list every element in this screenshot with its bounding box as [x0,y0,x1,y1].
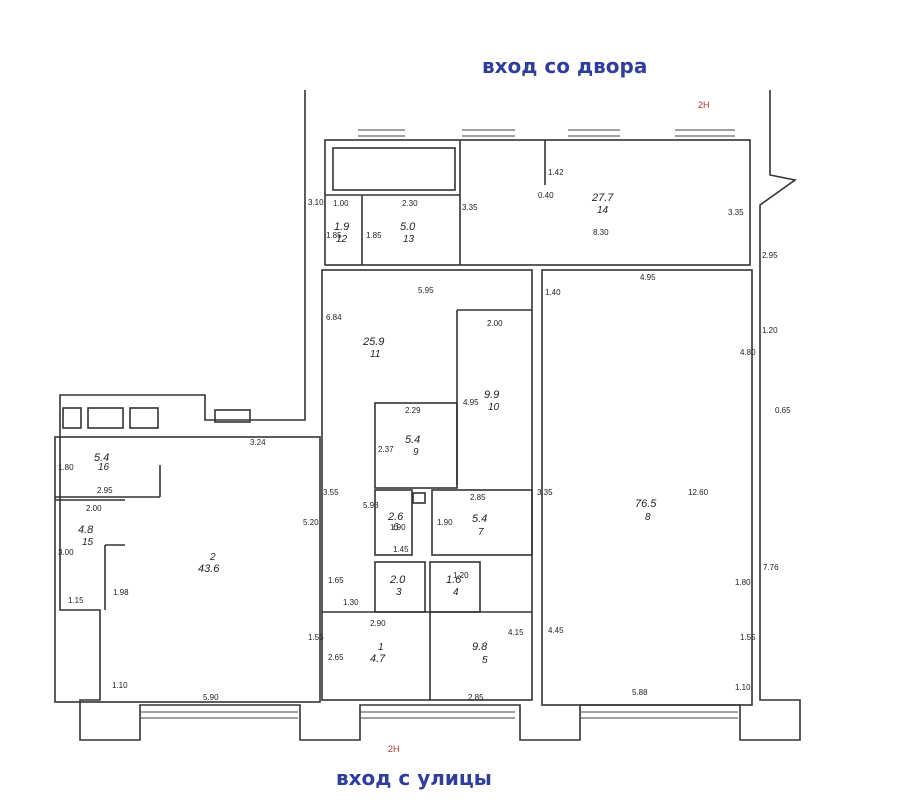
dimension: 5.88 [632,688,648,697]
dimension: 1.85 [366,231,382,240]
room-area: 5.4 [405,434,420,446]
windows [140,129,738,719]
dimension: 4.80 [740,348,756,357]
room-area: 2.0 [389,574,406,586]
room-area: 76.5 [635,498,657,510]
room-area: 4.7 [370,653,386,665]
dimension: 1.10 [112,681,128,690]
dimension: 1.30 [343,598,359,607]
room-label: 8 [645,512,651,523]
dimension: 1.40 [545,288,561,297]
dimension: 3.10 [308,198,324,207]
dimension: 3.00 [58,548,74,557]
room-area: 2.6 [387,511,404,523]
dimension: 2.29 [405,406,421,415]
room-area: 9.8 [472,641,488,653]
room-label: 7 [478,527,484,538]
dimension: 2.85 [470,493,486,502]
room-area: 25.9 [362,336,384,348]
room-area: 9.9 [484,389,499,401]
entrance-mark-yard: 2H [698,100,710,110]
dimension: 1.00 [333,199,349,208]
room-label: 3 [396,587,402,598]
room-area: 5.4 [472,513,487,525]
dimension: 12.60 [688,488,709,497]
dimension: 1.80 [58,463,74,472]
room-label: 12 [336,234,348,245]
dimension: 1.20 [453,571,469,580]
dimension: 1.98 [113,588,129,597]
room-label: 14 [597,205,609,216]
room-label: 5 [482,655,488,666]
dimension: 2.30 [402,199,418,208]
dimension: 4.15 [508,628,524,637]
room-area: 1.9 [334,221,349,233]
room-label: 1 [378,642,384,653]
dimension: 3.35 [537,488,553,497]
dimension: 2.37 [378,445,394,454]
dimension: 0.65 [775,406,791,415]
dimension: 8.30 [593,228,609,237]
room-label: 2 [209,552,216,563]
walls [54,90,801,741]
dimension: 1.80 [735,578,751,587]
room-label: 13 [403,234,415,245]
dimension: 5.90 [203,693,219,702]
dimension: 5.93 [363,501,379,510]
room-label: 10 [488,402,500,413]
dimension: 1.20 [762,326,778,335]
entrance-label-yard: вход со двора [482,54,648,78]
room-label: 15 [82,537,94,548]
room-label: 16 [98,462,110,473]
dimension: 1.85 [326,231,342,240]
room-label: 4 [453,587,459,598]
room-area: 43.6 [198,563,220,575]
dimension: 3.55 [323,488,339,497]
dimension: 1.55 [740,633,756,642]
dimension: 3.24 [250,438,266,447]
dimension: 0.40 [538,191,554,200]
room-label: 6 [393,522,399,533]
dimension: 1.45 [393,545,409,554]
dimension: 1.42 [548,168,564,177]
dimension-labels: 3.10 1.00 1.85 1.85 2.30 3.35 1.42 0.40 … [58,168,791,702]
room-area: 27.7 [591,192,614,204]
dimension: 1.55 [308,633,324,642]
dimension: 1.90 [437,518,453,527]
dimension: 2.95 [762,251,778,260]
room-label: 11 [370,349,380,360]
dimension: 2.90 [370,619,386,628]
dimension: 4.95 [463,398,479,407]
dimension: 4.95 [640,273,656,282]
dimension: 2.95 [97,486,113,495]
room-area: 5.0 [400,221,416,233]
dimension: 1.10 [735,683,751,692]
dimension: 2.00 [86,504,102,513]
dimension: 2.65 [328,653,344,662]
entrance-mark-street: 2H [388,744,400,754]
dimension: 1.65 [328,576,344,585]
room-labels: 1 4.7 2 43.6 3 2.0 4 1.6 5 9.8 6 2.6 7 5… [78,192,657,666]
dimension: 1.15 [68,596,84,605]
entrance-label-street: вход с улицы [336,766,492,790]
dimension: 3.35 [728,208,744,217]
dimension: 2.85 [468,693,484,702]
dimension: 7.76 [763,563,779,572]
room-area: 4.8 [78,524,94,536]
room-area: 1.6 [446,574,462,586]
room-label: 9 [413,447,419,458]
dimension: 3.35 [462,203,478,212]
dimension: 5.95 [418,286,434,295]
dimension: 6.84 [326,313,342,322]
dimension: 2.00 [487,319,503,328]
room-area: 5.4 [94,452,109,464]
dimension: 5.20 [303,518,319,527]
dimension: 1.90 [390,523,406,532]
dimension: 4.45 [548,626,564,635]
